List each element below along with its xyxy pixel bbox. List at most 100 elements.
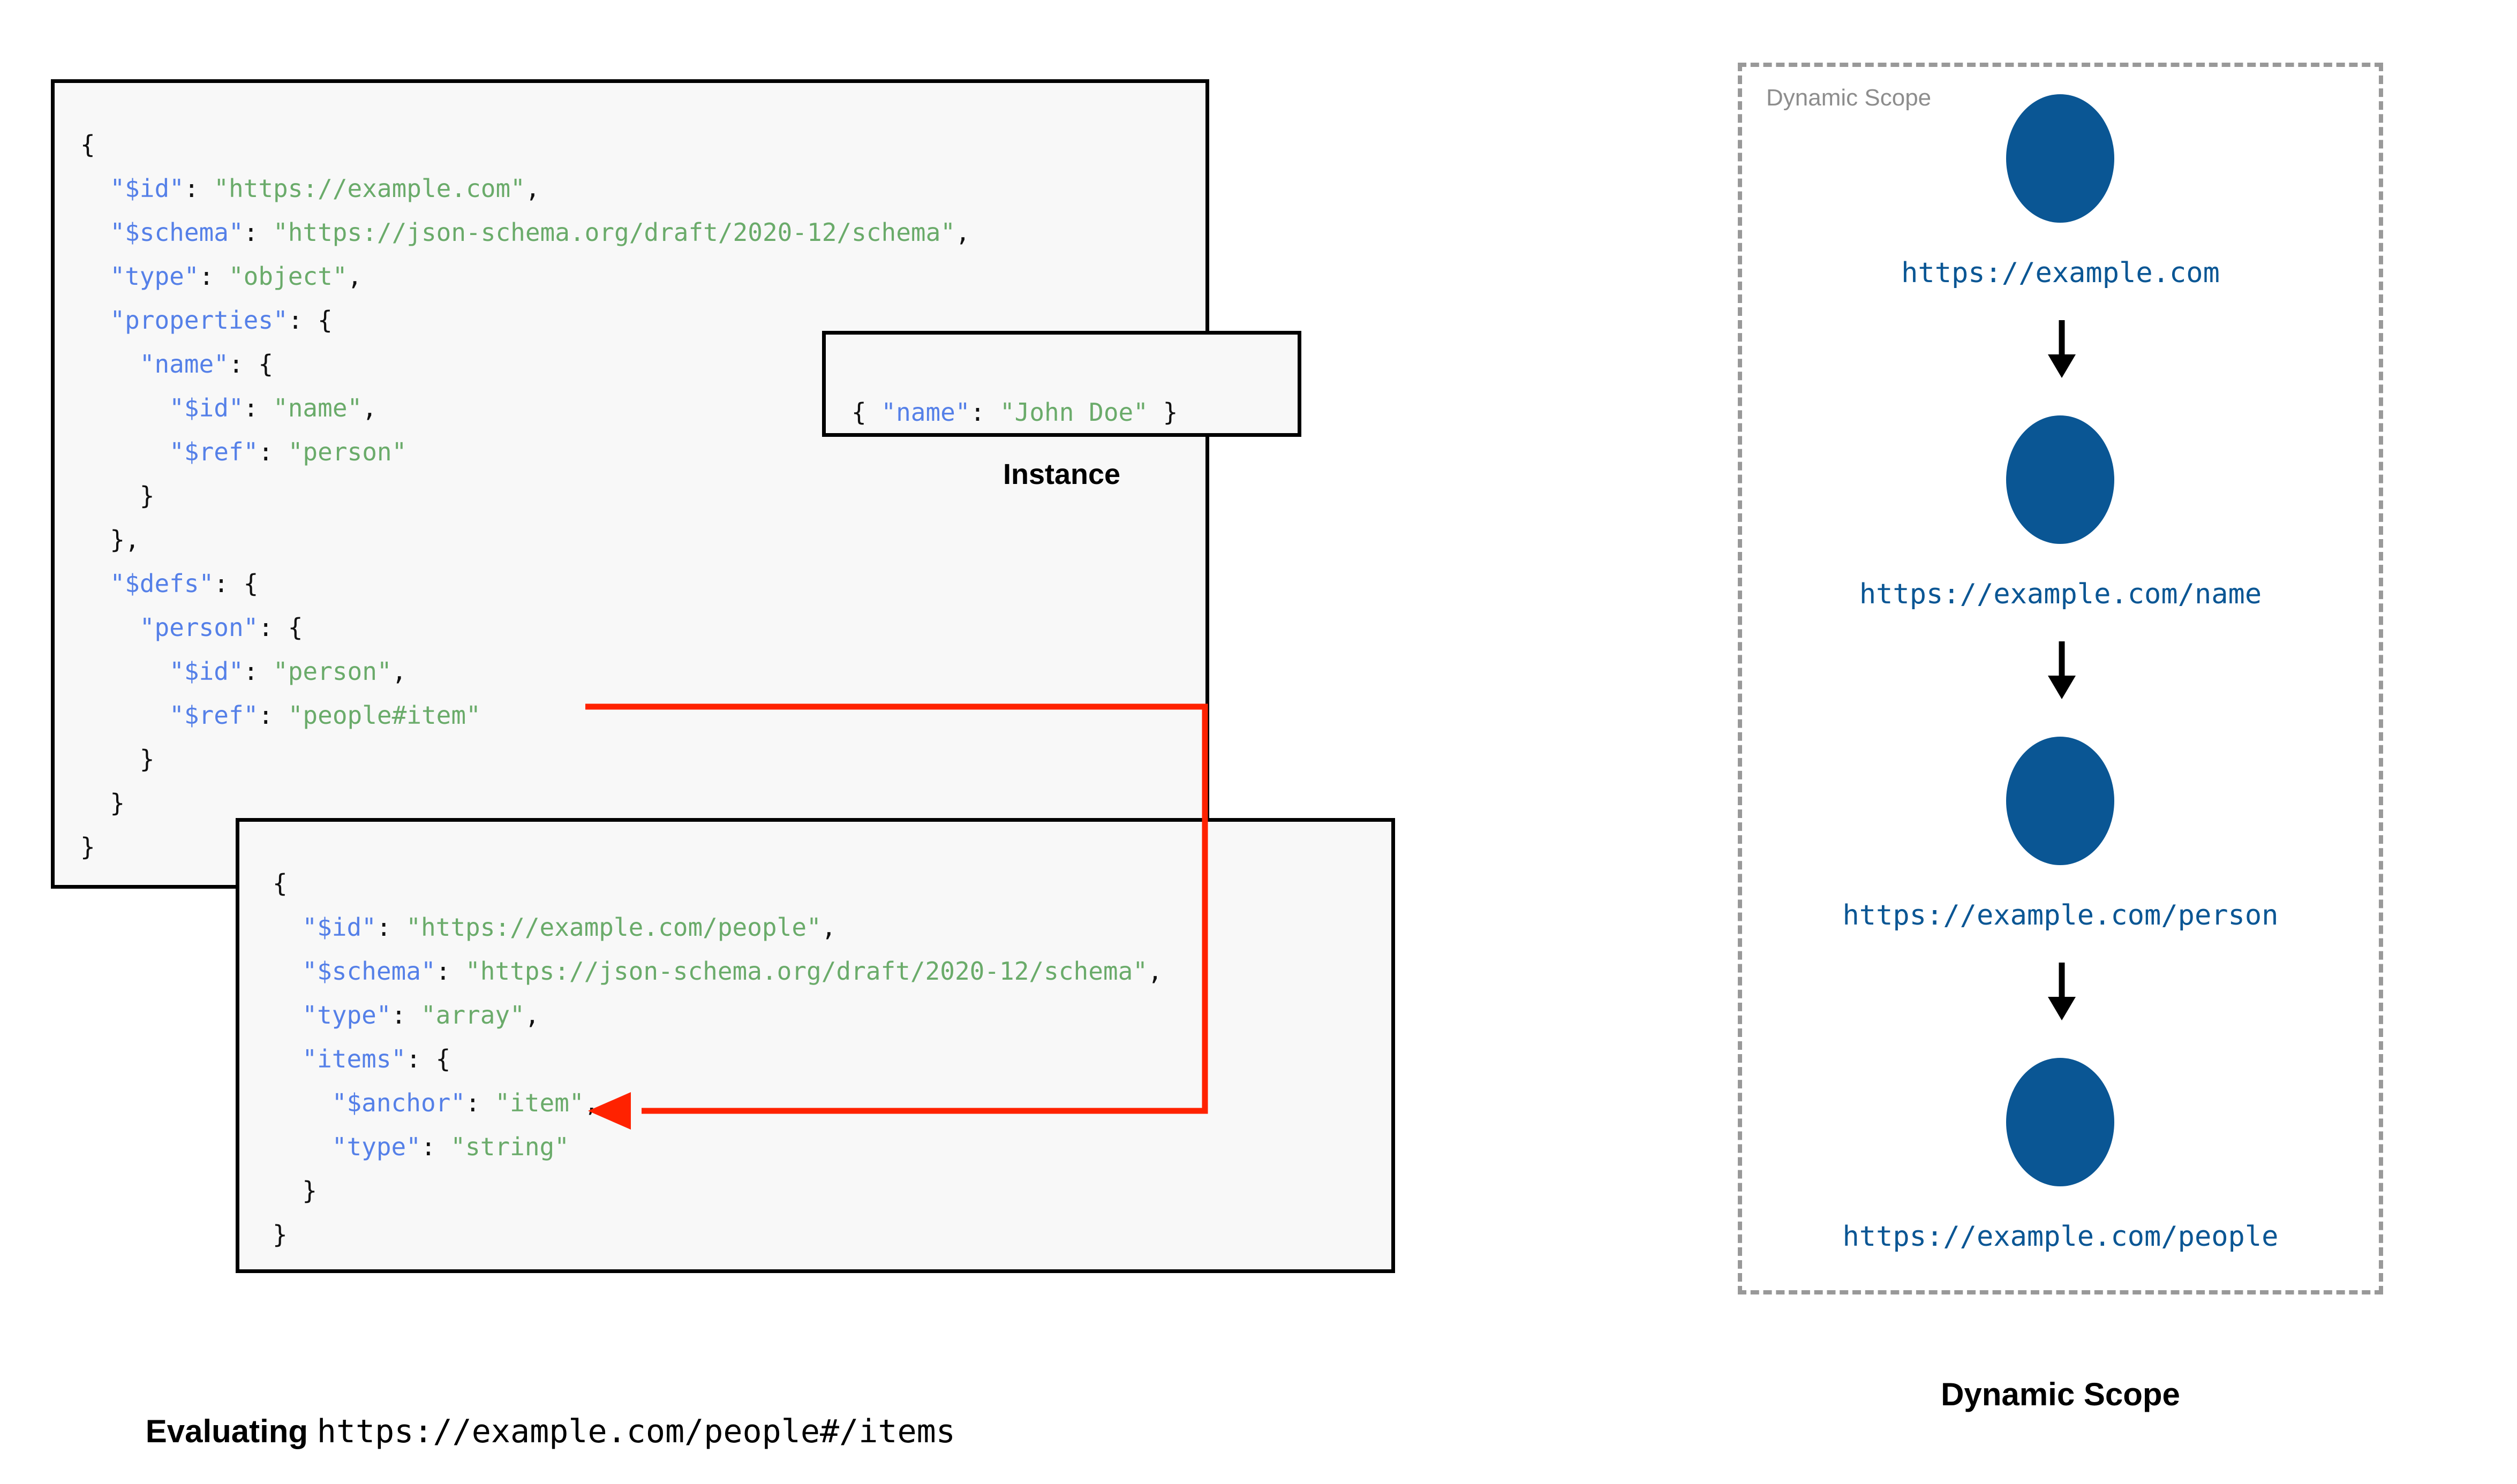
code-token: } (80, 832, 95, 861)
code-token: } (80, 481, 155, 510)
code-token: : { (406, 1044, 451, 1073)
code-token: "$id" (169, 657, 244, 686)
code-token: } (273, 1220, 288, 1249)
code-token: "type" (302, 1001, 391, 1029)
instance-box: { "name": "John Doe" } (822, 331, 1301, 437)
code-token: "https://json-schema.org/draft/2020-12/s… (465, 957, 1148, 986)
code-token: "$id" (169, 393, 244, 422)
evaluating-caption-uri: https://example.com/people#/items (316, 1413, 955, 1450)
code-token (273, 1132, 332, 1161)
scope-node-example-com-name (2006, 415, 2114, 544)
code-token: : (435, 957, 466, 986)
code-token (80, 306, 110, 335)
scope-node-example-com (2006, 94, 2114, 223)
code-token (80, 569, 110, 598)
code-token: , (955, 218, 970, 247)
code-token: "array" (420, 1001, 525, 1029)
code-token (80, 437, 169, 466)
code-token: : (420, 1132, 451, 1161)
dynamic-scope-panel-label: Dynamic Scope (1766, 85, 1932, 111)
code-token: } (80, 789, 125, 817)
instance-caption: Instance (1003, 458, 1121, 490)
code-token: : { (288, 306, 333, 335)
code-token: "https://example.com" (214, 174, 525, 203)
code-token (80, 613, 140, 642)
code-token: : (258, 701, 288, 730)
code-token: "person" (139, 613, 259, 642)
code-token: : (465, 1088, 495, 1117)
code-token: , (1147, 957, 1163, 986)
code-token: , (524, 1001, 540, 1029)
dynamic-scope-caption: Dynamic Scope (1941, 1376, 2180, 1412)
code-token (273, 1088, 332, 1117)
scope-arrow-1 (2048, 320, 2076, 378)
code-token: } (273, 1176, 318, 1205)
code-token: "$schema" (302, 957, 436, 986)
code-token: } (1148, 398, 1178, 427)
code-token: "name" (273, 393, 363, 422)
code-token: , (391, 657, 407, 686)
schema-root-code: { "$id": "https://example.com", "$schema… (80, 123, 970, 869)
code-token: "$defs" (110, 569, 214, 598)
code-token: , (525, 174, 540, 203)
code-token: : (199, 262, 229, 291)
code-token: "https://json-schema.org/draft/2020-12/s… (273, 218, 955, 247)
code-token: "people#item" (288, 701, 481, 730)
code-token: : (376, 913, 406, 942)
schema-root-box: { "$id": "https://example.com", "$schema… (51, 79, 1209, 889)
code-token: "$schema" (110, 218, 244, 247)
code-token: "items" (302, 1044, 406, 1073)
code-token: "John Doe" (999, 398, 1148, 427)
code-token: "$anchor" (331, 1088, 466, 1117)
scope-arrow-2 (2048, 641, 2076, 699)
code-token (80, 657, 169, 686)
code-token (80, 393, 169, 422)
evaluating-caption: Evaluating https://example.com/people#/i… (110, 1376, 955, 1484)
code-token: "$id" (110, 174, 184, 203)
schema-people-code: { "$id": "https://example.com/people", "… (273, 861, 1163, 1256)
code-token: "name" (881, 398, 970, 427)
code-token (80, 701, 169, 730)
code-token: : (258, 437, 288, 466)
code-token: : (243, 393, 274, 422)
code-token: : (391, 1001, 421, 1029)
code-token (273, 1044, 302, 1073)
code-token: "$ref" (169, 437, 259, 466)
code-token: : (970, 398, 1000, 427)
code-token: , (362, 393, 377, 422)
code-token (273, 1001, 302, 1029)
code-token: : { (258, 613, 303, 642)
scope-arrow-3 (2048, 963, 2076, 1020)
code-token: { (273, 869, 288, 898)
code-token: { (851, 398, 881, 427)
code-token: : { (228, 350, 274, 378)
scope-node-example-com-people (2006, 1058, 2114, 1186)
dynamic-scope-panel (1738, 63, 2383, 1294)
code-token: : (243, 218, 274, 247)
code-token (80, 174, 110, 203)
code-token: }, (80, 525, 140, 554)
code-token: "type" (331, 1132, 421, 1161)
code-token (80, 350, 140, 378)
code-token: : (184, 174, 214, 203)
code-token: "item" (495, 1088, 584, 1117)
code-token: , (347, 262, 363, 291)
code-token: "person" (288, 437, 407, 466)
instance-code: { "name": "John Doe" } (851, 387, 1178, 437)
code-token: "name" (139, 350, 229, 378)
code-token: } (80, 745, 155, 774)
ref-anchor-arrow (585, 703, 1208, 1130)
code-token (80, 262, 110, 291)
code-token: , (821, 913, 837, 942)
evaluating-caption-prefix: Evaluating (145, 1413, 317, 1449)
code-token: "$ref" (169, 701, 259, 730)
scope-label-example-com-person: https://example.com/person (1842, 899, 2279, 932)
scope-label-example-com-name: https://example.com/name (1859, 578, 2262, 610)
code-token: "https://example.com/people" (406, 913, 822, 942)
code-token: : { (214, 569, 259, 598)
code-token (273, 913, 302, 942)
code-token: "object" (228, 262, 348, 291)
code-token: "string" (450, 1132, 569, 1161)
code-token: { (80, 130, 95, 159)
